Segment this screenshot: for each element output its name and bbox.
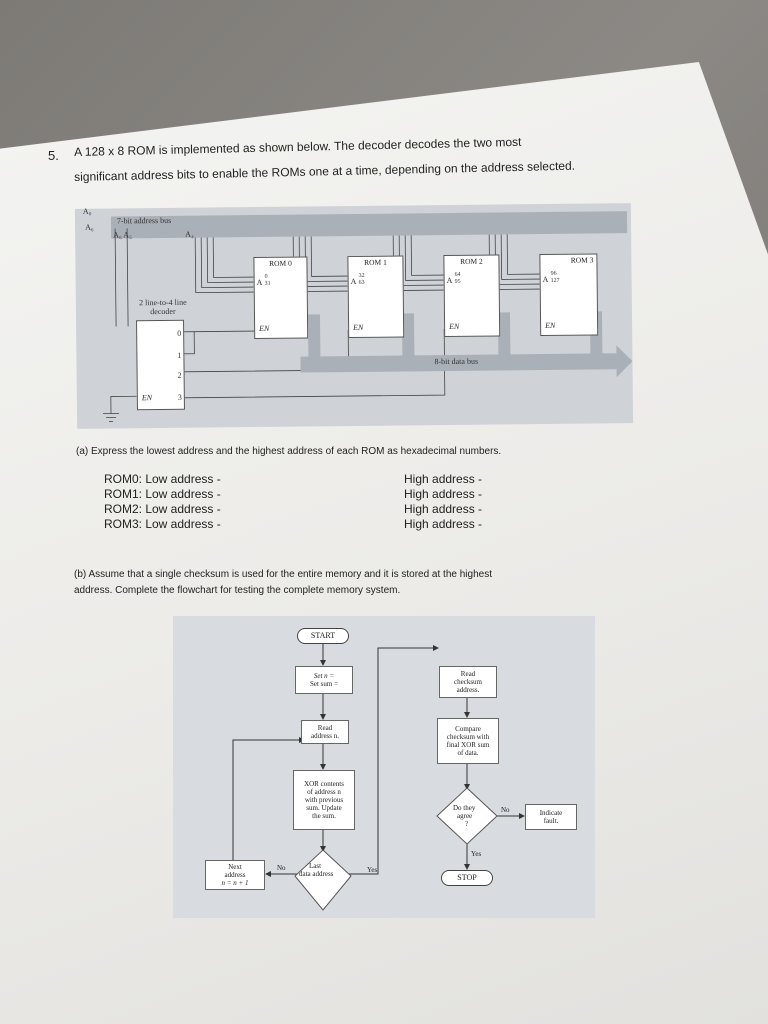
address-bus-label: 7-bit address bus xyxy=(116,215,172,226)
start-terminal: START xyxy=(297,628,349,644)
rom2-high: High address - xyxy=(404,502,483,516)
rom-2: ROM 2 A 64 95 EN xyxy=(443,254,501,338)
xor-line-2: of address n xyxy=(307,788,341,796)
last-line-2: data address xyxy=(299,870,334,878)
rom-1-a-label: A xyxy=(350,276,357,287)
next-line-1: Next xyxy=(228,863,242,871)
rom-3-a-label: A xyxy=(542,274,549,285)
agree-line-1: Do they xyxy=(453,804,476,812)
read-checksum-line-3: address. xyxy=(456,686,480,694)
compare-line-2: checksum with xyxy=(446,733,490,741)
a6-label-left: A₆ xyxy=(85,222,94,232)
read-address-line-1: Read xyxy=(317,724,333,732)
rom-1-title: ROM 1 xyxy=(364,257,387,267)
data-bus-label: 8-bit data bus xyxy=(434,356,479,367)
rom1-low: ROM1: Low address - xyxy=(104,487,221,501)
next-address-box: Next address n = n + 1 xyxy=(205,860,265,890)
rom-2-a-label: A xyxy=(446,275,453,286)
rom-2-range-top: 64 xyxy=(454,271,461,278)
yes-label-agree: Yes xyxy=(471,850,482,858)
last-address-decision xyxy=(294,849,352,911)
rom-0-range-bottom: 31 xyxy=(264,280,271,287)
rom3-high: High address - xyxy=(404,517,483,531)
circuit-wiring xyxy=(103,211,633,422)
flowchart-connectors xyxy=(232,644,525,911)
last-line-1: Last xyxy=(309,862,322,870)
rom-3-range-bottom: 127 xyxy=(550,277,560,284)
decoder-output-1: 1 xyxy=(177,350,182,360)
read-address-line-2: address n. xyxy=(311,732,339,740)
indicate-fault-box: Indicate fault. xyxy=(525,804,577,830)
rom-0-a-label: A xyxy=(256,277,263,288)
xor-line-4: sum. Update xyxy=(306,804,342,812)
decoder-label: 2 line-to-4 line decoder xyxy=(139,297,187,317)
rom-0: ROM 0 A 0 31 EN xyxy=(253,256,309,340)
rom-0-range-top: 0 xyxy=(264,273,268,280)
compare-line-1: Compare xyxy=(455,725,481,733)
indicate-line-1: Indicate xyxy=(539,809,563,817)
compare-line-4: of data. xyxy=(457,749,479,757)
a4-label: A₄ xyxy=(185,229,194,239)
rom-2-title: ROM 2 xyxy=(460,256,483,266)
xor-line-5: the sum. xyxy=(312,812,336,820)
part-b-line-1: (b) Assume that a single checksum is use… xyxy=(74,569,492,580)
decoder-en: EN xyxy=(141,393,153,403)
rom3-low: ROM3: Low address - xyxy=(104,517,221,531)
decoder-output-3: 3 xyxy=(177,392,182,402)
part-a-low-column: ROM0: Low address - ROM1: Low address - … xyxy=(104,472,221,532)
part-b-line-2: address. Complete the flowchart for test… xyxy=(74,585,401,596)
compare-box: Compare checksum with final XOR sum of d… xyxy=(437,718,499,764)
flowchart-figure: START Set n = Set sum = Read address n. … xyxy=(173,616,595,918)
part-a-high-column: High address - High address - High addre… xyxy=(404,472,482,532)
rom-0-title: ROM 0 xyxy=(269,258,292,268)
rom-3-en: EN xyxy=(545,320,556,330)
rom2-low: ROM2: Low address - xyxy=(104,502,221,516)
next-line-2: address xyxy=(224,871,246,879)
agree-line-2: agree xyxy=(457,812,473,820)
decoder-output-2: 2 xyxy=(177,370,182,380)
rom-2-range-bottom: 95 xyxy=(454,278,461,285)
question-number: 5. xyxy=(48,148,59,163)
rom-3: ROM 3 A 96 127 EN xyxy=(539,253,599,337)
no-label-last: No xyxy=(277,864,286,872)
rom1-high: High address - xyxy=(404,487,483,501)
read-checksum-line-2: checksum xyxy=(454,678,482,686)
rom-1-range-top: 32 xyxy=(358,272,365,279)
rom-1-range-bottom: 63 xyxy=(358,279,365,286)
part-a-question: (a) Express the lowest address and the h… xyxy=(76,446,502,457)
rom-2-en: EN xyxy=(449,321,460,332)
rom-3-title: ROM 3 xyxy=(570,255,594,265)
next-line-3: n = n + 1 xyxy=(221,879,249,887)
agree-line-3: ? xyxy=(465,820,469,828)
set-n-text: Set n = xyxy=(313,672,335,680)
read-checksum-line-1: Read xyxy=(460,670,476,678)
no-label-agree: No xyxy=(501,806,510,814)
decoder-output-0: 0 xyxy=(177,328,182,338)
rom-circuit-figure: A₀ A₆ 7-bit address bus A₆ A₅ A₄ ROM 0 A… xyxy=(74,203,634,429)
rom-3-range-top: 96 xyxy=(550,270,557,277)
xor-line-3: with previous xyxy=(304,796,344,804)
rom-0-en: EN xyxy=(259,323,270,333)
a0-label-left: A₀ xyxy=(82,206,92,216)
read-address-box: Read address n. xyxy=(301,720,349,744)
xor-box: XOR contents of address n with previous … xyxy=(293,770,355,830)
rom0-low: ROM0: Low address - xyxy=(104,472,221,486)
indicate-line-2: fault. xyxy=(543,817,559,825)
agree-decision xyxy=(436,787,498,845)
a6-a5-label: A₆ A₅ xyxy=(113,230,132,240)
yes-label-last: Yes xyxy=(367,866,378,874)
set-sum-text: Set sum = xyxy=(309,680,339,688)
decoder: 0 1 2 3 EN xyxy=(136,319,185,411)
stop-terminal: STOP xyxy=(441,870,493,886)
compare-line-3: final XOR sum xyxy=(446,741,490,749)
set-box: Set n = Set sum = xyxy=(295,666,353,694)
read-checksum-box: Read checksum address. xyxy=(439,666,497,698)
rom0-high: High address - xyxy=(404,472,483,486)
rom-1-en: EN xyxy=(353,322,364,333)
xor-line-1: XOR contents xyxy=(304,780,344,788)
rom-1: ROM 1 A 32 63 EN xyxy=(347,255,405,339)
